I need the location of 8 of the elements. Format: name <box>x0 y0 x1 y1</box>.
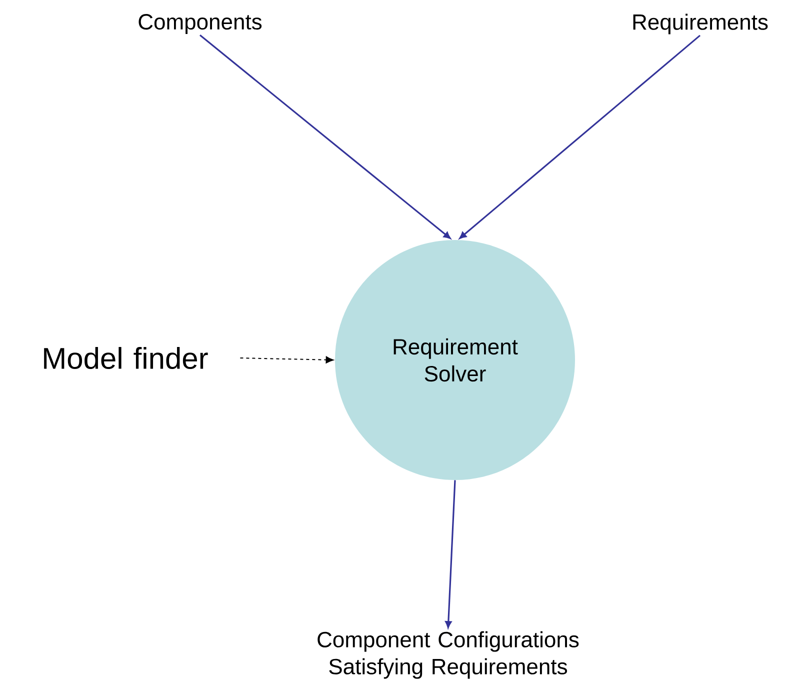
arrow <box>445 480 456 628</box>
arrow <box>200 34 451 239</box>
text-label: Model finder <box>44 346 208 370</box>
arrow <box>240 356 334 364</box>
text-label: Component Configurations Satisfying Requirements <box>318 631 579 679</box>
arrow <box>459 34 701 239</box>
text-label: Components <box>138 14 262 34</box>
text-label: Requirements <box>633 14 768 34</box>
